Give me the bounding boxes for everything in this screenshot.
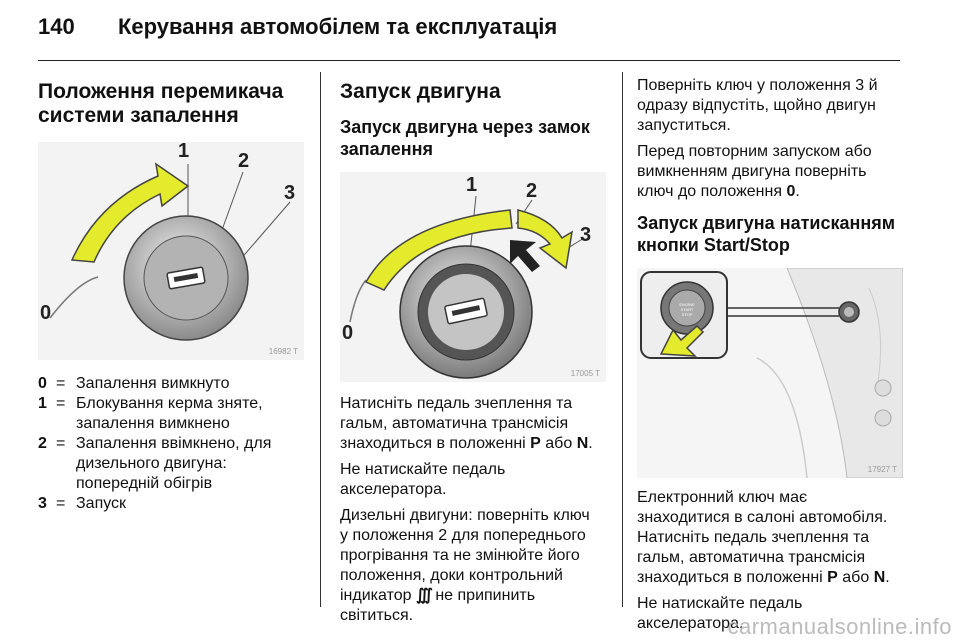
legend-eq: = <box>56 395 66 412</box>
key-start-figure: 1 2 3 0 17005 T <box>340 172 606 382</box>
start-stop-illustration <box>637 267 904 479</box>
legend-eq: = <box>56 495 66 512</box>
legend-text: Запуск <box>76 495 127 512</box>
column-divider <box>622 72 623 607</box>
legend-key: 0 <box>38 375 47 392</box>
page-header: 140 Керування автомобілем та експлуатаці… <box>0 0 960 62</box>
legend-key: 2 <box>38 435 47 452</box>
column-engine-start-key: Запуск двигуна Запуск двигуна через замо… <box>340 72 610 626</box>
legend-text: Запалення вимкнуто <box>76 375 230 392</box>
figure-label-0: 0 <box>342 322 354 344</box>
figure-label-0: 0 <box>40 302 52 324</box>
press-arrow <box>659 324 705 357</box>
figure-label-3: 3 <box>284 182 296 204</box>
figure-id: 17927 T <box>867 465 897 474</box>
rotation-arrow <box>70 162 190 263</box>
legend-item: 3 = Запуск <box>38 494 310 514</box>
legend-key: 1 <box>38 395 47 412</box>
rotation-arrow <box>364 209 513 291</box>
figure-label-2: 2 <box>526 180 538 202</box>
column-divider <box>320 72 321 607</box>
position-legend: 0 = Запалення вимкнуто 1 = Блокування ке… <box>38 374 310 514</box>
start-stop-button-text: ENGINE START STOP <box>679 302 695 317</box>
section-heading-ignition-positions: Положення перемикача системи запалення <box>38 80 310 128</box>
glow-plug-icon: ∭ <box>415 587 433 604</box>
legend-item: 0 = Запалення вимкнуто <box>38 374 310 394</box>
legend-key: 3 <box>38 495 47 512</box>
column-ignition-positions: Положення перемикача системи запалення 1… <box>38 72 310 514</box>
section-heading-engine-start: Запуск двигуна <box>340 80 501 103</box>
legend-text: Блокування керма зняте,запалення вимкнен… <box>76 395 263 432</box>
start-arrow <box>517 209 574 270</box>
page-number: 140 <box>38 14 75 39</box>
start-stop-figure: ENGINE START STOP 17927 T <box>637 267 904 479</box>
watermark: carmanualsonline.info <box>727 614 952 639</box>
ignition-switch-illustration <box>38 142 304 360</box>
heading-line: Положення перемикача <box>38 80 284 103</box>
page-title: Керування автомобілем та експлуатація <box>118 14 558 39</box>
turn-arrow-icon <box>510 240 540 272</box>
ignition-switch-figure: 1 2 3 0 16982 T <box>38 140 304 360</box>
figure-label-1: 1 <box>466 174 478 196</box>
figure-label-3: 3 <box>580 224 592 246</box>
legend-item: 1 = Блокування керма зняте,запалення вим… <box>38 394 310 434</box>
figure-id: 17005 T <box>570 369 600 378</box>
legend-eq: = <box>56 375 66 392</box>
header-rule <box>38 60 900 61</box>
figure-id: 16982 T <box>268 347 298 356</box>
legend-eq: = <box>56 435 66 452</box>
heading-line: системи запалення <box>38 104 239 127</box>
figure-label-2: 2 <box>238 150 250 172</box>
key-start-illustration <box>340 172 606 382</box>
figure-label-1: 1 <box>178 140 190 162</box>
